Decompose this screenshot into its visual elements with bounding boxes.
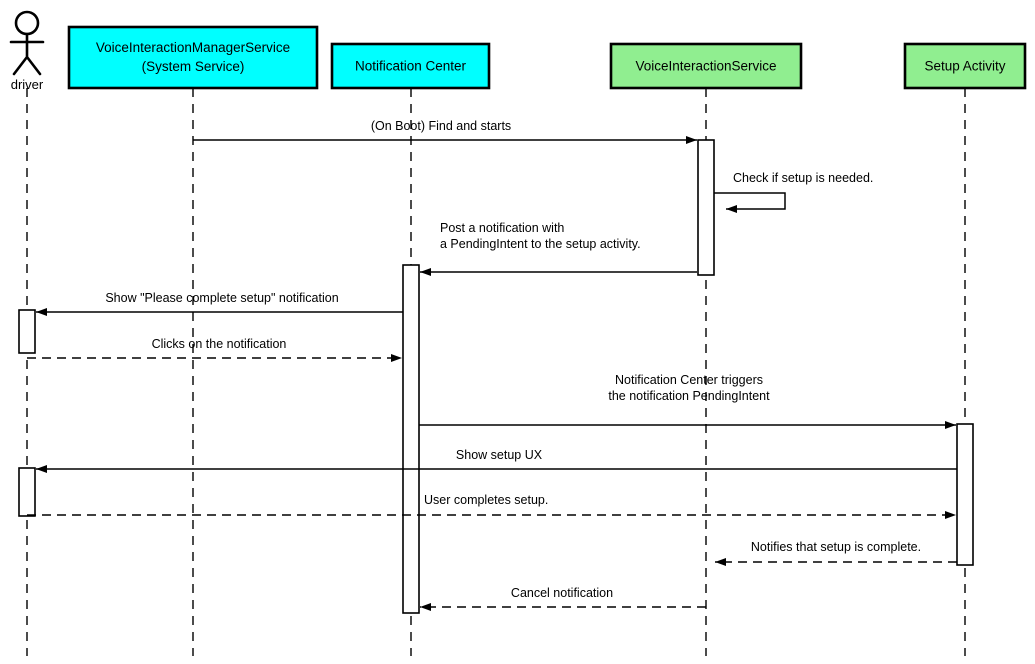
msg-notification-center-triggers-pendingintent-label: Notification Center triggers (615, 373, 763, 387)
msg-user-completes-setup-label: User completes setup. (424, 493, 548, 507)
msg-on-boot-find-and-starts-label: (On Boot) Find and starts (371, 119, 511, 133)
participant-box-voice_interaction_service[interactable]: VoiceInteractionService (609, 42, 803, 90)
participant-box-shape-setup_activity (903, 42, 1027, 90)
msg-show-setup-ux-label: Show setup UX (456, 448, 543, 462)
msg-show-please-complete-setup-notification[interactable]: Show "Please complete setup" notificatio… (36, 291, 403, 316)
activation-bar-voice_interaction_service (697, 139, 715, 276)
participant-box-shape-notification_center (330, 42, 491, 90)
msg-clicks-on-the-notification-label: Clicks on the notification (152, 337, 287, 351)
msg-check-if-setup-is-needed-label: Check if setup is needed. (733, 171, 873, 185)
msg-post-a-notification[interactable]: Post a notification with a PendingIntent … (420, 221, 697, 276)
msg-notifies-that-setup-is-complete[interactable]: Notifies that setup is complete. (715, 540, 957, 566)
msg-cancel-notification[interactable]: Cancel notification (420, 586, 706, 611)
activations-layer (18, 139, 974, 614)
participant-box-setup_activity[interactable]: Setup Activity (903, 42, 1027, 90)
actor-label-driver: driver (11, 77, 44, 92)
msg-cancel-notification-label: Cancel notification (511, 586, 613, 600)
participant-boxes-layer: driver VoiceInteractionManagerService (Sys… (9, 10, 1027, 92)
participant-label-vims: VoiceInteractionManagerService (96, 40, 290, 55)
actor-driver[interactable]: driver (9, 10, 45, 92)
msg-notifies-that-setup-is-complete-label: Notifies that setup is complete. (751, 540, 921, 554)
participant-box-shape-voice_interaction_service (609, 42, 803, 90)
participant-label-voice_interaction_service: VoiceInteractionService (635, 59, 776, 74)
msg-clicks-on-the-notification[interactable]: Clicks on the notification (27, 337, 402, 362)
msg-notification-center-triggers-pendingintent-label-2: the notification PendingIntent (608, 389, 770, 403)
participant-label-notification_center: Notification Center (355, 59, 467, 74)
actor-body-icon (9, 32, 45, 76)
actor-head-icon (14, 10, 40, 36)
msg-show-please-complete-setup-notification-label: Show "Please complete setup" notificatio… (105, 291, 338, 305)
msg-check-if-setup-is-needed-line (714, 192, 786, 213)
activation-bar-setup_activity (956, 423, 974, 566)
msg-post-a-notification-label-2: a PendingIntent to the setup activity. (440, 237, 641, 251)
msg-on-boot-find-and-starts[interactable]: (On Boot) Find and starts (193, 119, 697, 144)
participant-box-shape-vims (67, 25, 319, 90)
activation-bar-notification_center (402, 264, 420, 614)
msg-check-if-setup-is-needed[interactable]: Check if setup is needed. (714, 171, 873, 213)
activation-bar-driver (18, 467, 36, 517)
participant-box-vims[interactable]: VoiceInteractionManagerService (System Se… (67, 25, 319, 90)
participant-label2-vims: (System Service) (142, 59, 245, 74)
msg-post-a-notification-label: Post a notification with (440, 221, 564, 235)
participant-box-notification_center[interactable]: Notification Center (330, 42, 491, 90)
msg-user-completes-setup[interactable]: User completes setup. (27, 493, 956, 519)
msg-show-setup-ux[interactable]: Show setup UX (36, 448, 957, 473)
participant-label-setup_activity: Setup Activity (924, 59, 1005, 74)
activation-bar-driver (18, 309, 36, 354)
msg-notification-center-triggers-pendingintent[interactable]: Notification Center triggers the notifica… (419, 373, 956, 429)
